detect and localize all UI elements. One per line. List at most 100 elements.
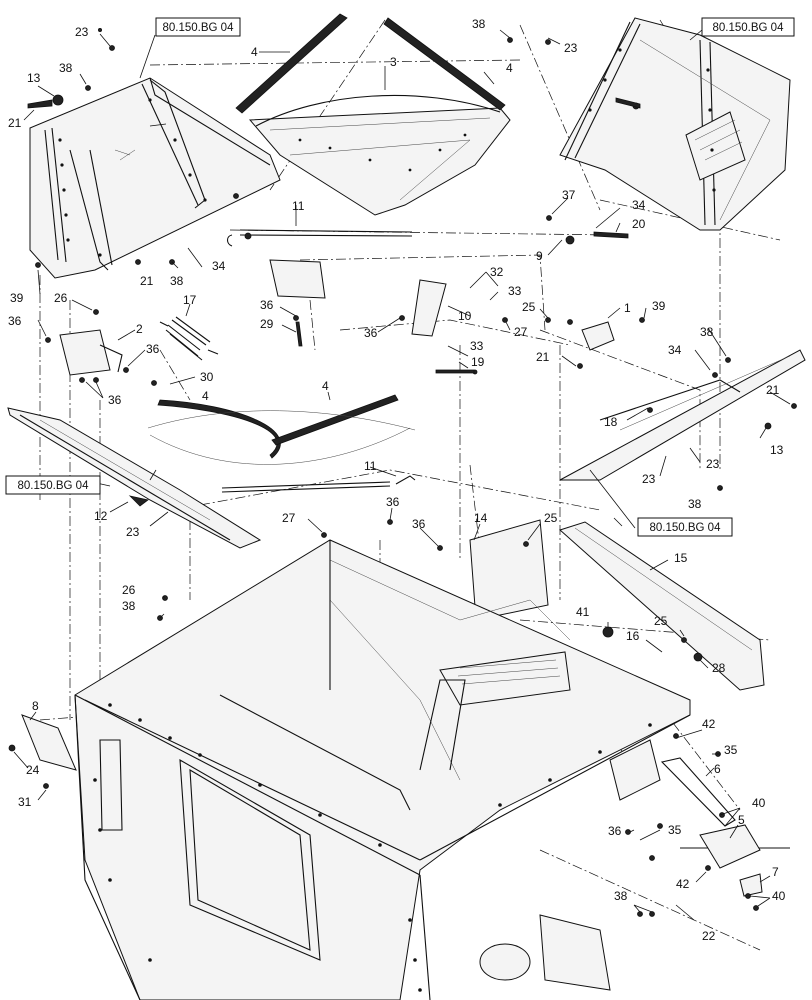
callout: 40 [752, 796, 766, 810]
rubber-strips [147, 13, 506, 465]
callout: 11 [364, 459, 377, 473]
callout: 19 [471, 355, 485, 369]
callout: 38 [170, 274, 184, 288]
callout: 34 [212, 259, 226, 273]
support-rods [221, 229, 416, 493]
callout: 36 [364, 326, 378, 340]
callout: 13 [27, 71, 41, 85]
callout: 35 [724, 743, 738, 757]
callout: 32 [490, 265, 504, 279]
ref-label: 80.150.BG 04 [163, 22, 235, 34]
fasteners [8, 27, 797, 917]
callout: 15 [674, 551, 688, 565]
callout: 23 [75, 25, 89, 39]
callout: 4 [202, 389, 209, 403]
callout: 7 [772, 865, 779, 879]
top-screen-panel [248, 94, 511, 216]
callout: 25 [522, 300, 536, 314]
callout: 35 [668, 823, 682, 837]
callout: 34 [632, 198, 646, 212]
callout: 26 [54, 291, 68, 305]
callout: 36 [108, 393, 122, 407]
callout: 40 [772, 889, 786, 903]
callout: 1 [624, 301, 631, 315]
leader-lines [13, 29, 791, 921]
callout: 38 [688, 497, 702, 511]
callout: 18 [604, 415, 618, 429]
main-housing [74, 539, 691, 1000]
callout: 38 [700, 325, 714, 339]
left-side-panel [29, 77, 281, 279]
callout: 23 [126, 525, 140, 539]
callout: 39 [10, 291, 24, 305]
reference-box-top-left[interactable]: 80.150.BG 04 [155, 17, 241, 37]
callout: 4 [322, 379, 329, 393]
callout: 6 [714, 762, 721, 776]
callout: 8 [32, 699, 39, 713]
callout: 29 [260, 317, 274, 331]
callout: 21 [8, 116, 22, 130]
callout: 5 [738, 813, 745, 827]
callout: 39 [652, 299, 666, 313]
callout: 21 [140, 274, 154, 288]
callout: 27 [282, 511, 296, 525]
callout: 4 [506, 61, 513, 75]
callout: 38 [59, 61, 73, 75]
callout: 36 [412, 517, 426, 531]
callout: 23 [642, 472, 656, 486]
callout: 42 [702, 717, 716, 731]
callout: 10 [458, 309, 472, 323]
callout: 21 [766, 383, 780, 397]
ref-label: 80.150.BG 04 [650, 522, 722, 534]
callout: 36 [608, 824, 622, 838]
callout: 13 [770, 443, 784, 457]
callout: 38 [614, 889, 628, 903]
reference-box-top-right[interactable]: 80.150.BG 04 [701, 17, 795, 37]
callout: 14 [474, 511, 488, 525]
callout: 11 [292, 199, 305, 213]
callout: 22 [702, 929, 716, 943]
right-deflector [559, 349, 806, 481]
callout: 36 [146, 342, 160, 356]
callout: 42 [676, 877, 690, 891]
callout: 12 [94, 509, 108, 523]
callout: 41 [576, 605, 590, 619]
callout: 16 [626, 629, 640, 643]
callout: 38 [472, 17, 486, 31]
ref-label: 80.150.BG 04 [713, 22, 785, 34]
callout: 33 [508, 284, 522, 298]
callout: 27 [514, 325, 528, 339]
callout: 21 [536, 350, 550, 364]
callout: 30 [200, 370, 214, 384]
small-brackets [59, 259, 615, 376]
callout: 23 [564, 41, 578, 55]
callout: 37 [562, 188, 576, 202]
left-deflector [7, 407, 262, 549]
callout: 2 [136, 322, 143, 336]
spring [159, 316, 219, 361]
callout: 23 [706, 457, 720, 471]
callout: 26 [122, 583, 136, 597]
callout: 36 [260, 298, 274, 312]
callout: 31 [18, 795, 32, 809]
callout: 3 [390, 55, 397, 69]
right-side-panel [559, 17, 791, 231]
callout: 20 [632, 217, 646, 231]
callout: 9 [536, 249, 543, 263]
callout: 25 [544, 511, 558, 525]
callout: 17 [183, 293, 197, 307]
callout: 4 [251, 45, 258, 59]
callout: 33 [470, 339, 484, 353]
callout: 34 [668, 343, 682, 357]
reference-box-right[interactable]: 80.150.BG 04 [637, 517, 733, 537]
callout: 28 [712, 661, 726, 675]
callouts: 23 4 38 23 4 3 13 38 21 11 37 34 20 9 32… [8, 17, 786, 943]
ref-label: 80.150.BG 04 [18, 480, 90, 492]
callout: 25 [654, 614, 668, 628]
callout: 36 [8, 314, 22, 328]
callout: 36 [386, 495, 400, 509]
reference-box-left[interactable]: 80.150.BG 04 [5, 475, 101, 495]
callout: 38 [122, 599, 136, 613]
linkage-parts [21, 714, 790, 911]
